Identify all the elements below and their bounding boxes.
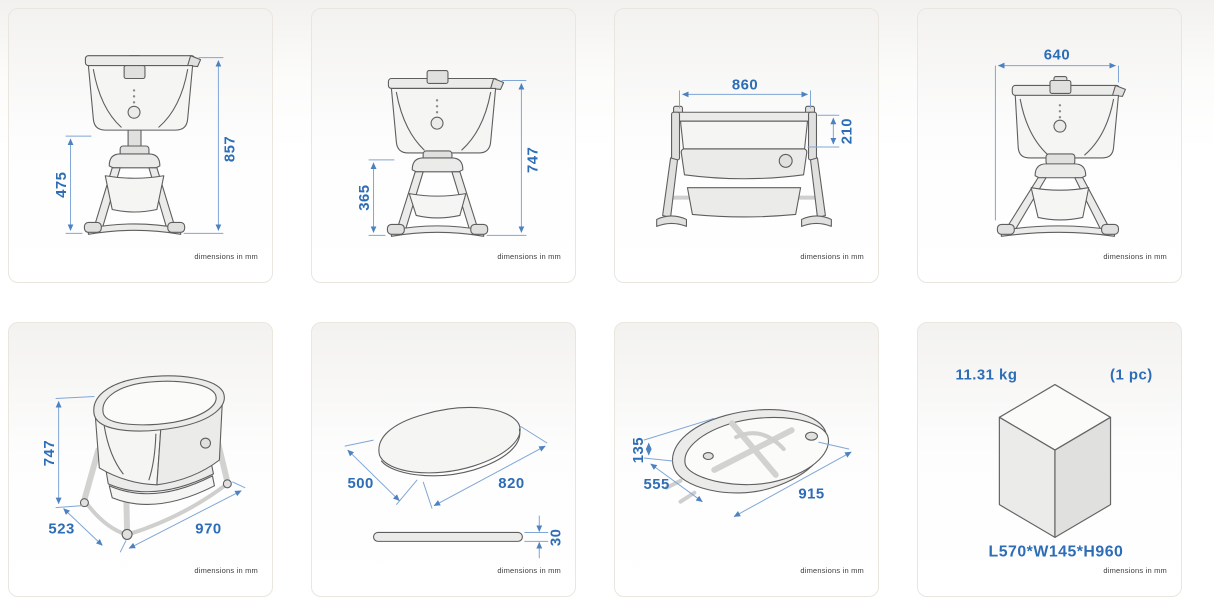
card-side-view: 860 210 dimensions in mm: [614, 8, 879, 283]
folded-bassinet-drawing: 135 555 915: [631, 409, 852, 518]
package-dimensions-label: L570*W145*H960: [989, 543, 1124, 560]
package-weight-label: 11.31 kg: [956, 368, 1018, 384]
unit-note: dimensions in mm: [194, 252, 258, 261]
card-front-view-width: 640 dimensions in mm: [917, 8, 1182, 283]
dim-length-label: 820: [498, 476, 524, 492]
dimension-diagram-grid: 475 857 dimensions in mm: [8, 8, 1182, 597]
dim-length-label: 970: [195, 521, 221, 537]
unit-note: dimensions in mm: [1103, 566, 1167, 575]
dim-rim-depth-label: 210: [839, 118, 855, 144]
dim-width-label: 555: [644, 477, 670, 493]
card-folded: 135 555 915 dimensions in mm: [614, 322, 879, 597]
dim-depth-label: 523: [48, 521, 74, 537]
dim-height-label: 747: [42, 440, 58, 466]
card-perspective-view: 747 523 970 dimensions in mm: [8, 322, 273, 597]
dim-width-label: 640: [1044, 48, 1070, 64]
dim-basket-height-label: 365: [357, 184, 373, 210]
bassinet-side-drawing: 860 210: [656, 77, 855, 227]
card-packaging-box: 11.31 kg (1 pc) L570*W145*H960 dimension…: [917, 322, 1182, 597]
unit-note: dimensions in mm: [497, 252, 561, 261]
packaging-box-drawing: 11.31 kg (1 pc) L570*W145*H960: [956, 368, 1153, 561]
card-front-view-lowest: 365 747 dimensions in mm: [311, 8, 576, 283]
dim-length-label: 860: [732, 77, 758, 93]
unit-note: dimensions in mm: [800, 566, 864, 575]
bassinet-front-lowest-drawing: 365 747: [357, 70, 542, 237]
unit-note: dimensions in mm: [800, 252, 864, 261]
dim-height-label: 135: [631, 437, 647, 463]
unit-note: dimensions in mm: [194, 566, 258, 575]
package-quantity-label: (1 pc): [1110, 368, 1153, 384]
dim-total-height-label: 857: [223, 136, 239, 162]
bassinet-front-highest-drawing: 475 857: [54, 55, 239, 235]
dim-total-height-label: 747: [526, 147, 542, 173]
dim-width-label: 500: [347, 476, 373, 492]
mattress-drawing: 500 820 30: [344, 406, 564, 559]
unit-note: dimensions in mm: [1103, 252, 1167, 261]
card-mattress: 500 820 30 dimensions in mm: [311, 322, 576, 597]
bassinet-front-width-drawing: 640: [994, 48, 1126, 237]
unit-note: dimensions in mm: [497, 566, 561, 575]
dim-length-label: 915: [798, 487, 824, 503]
dim-basket-height-label: 475: [54, 172, 70, 198]
dim-thickness-label: 30: [548, 529, 564, 547]
bassinet-perspective-drawing: 747 523 970: [42, 375, 246, 553]
card-front-view-highest: 475 857 dimensions in mm: [8, 8, 273, 283]
